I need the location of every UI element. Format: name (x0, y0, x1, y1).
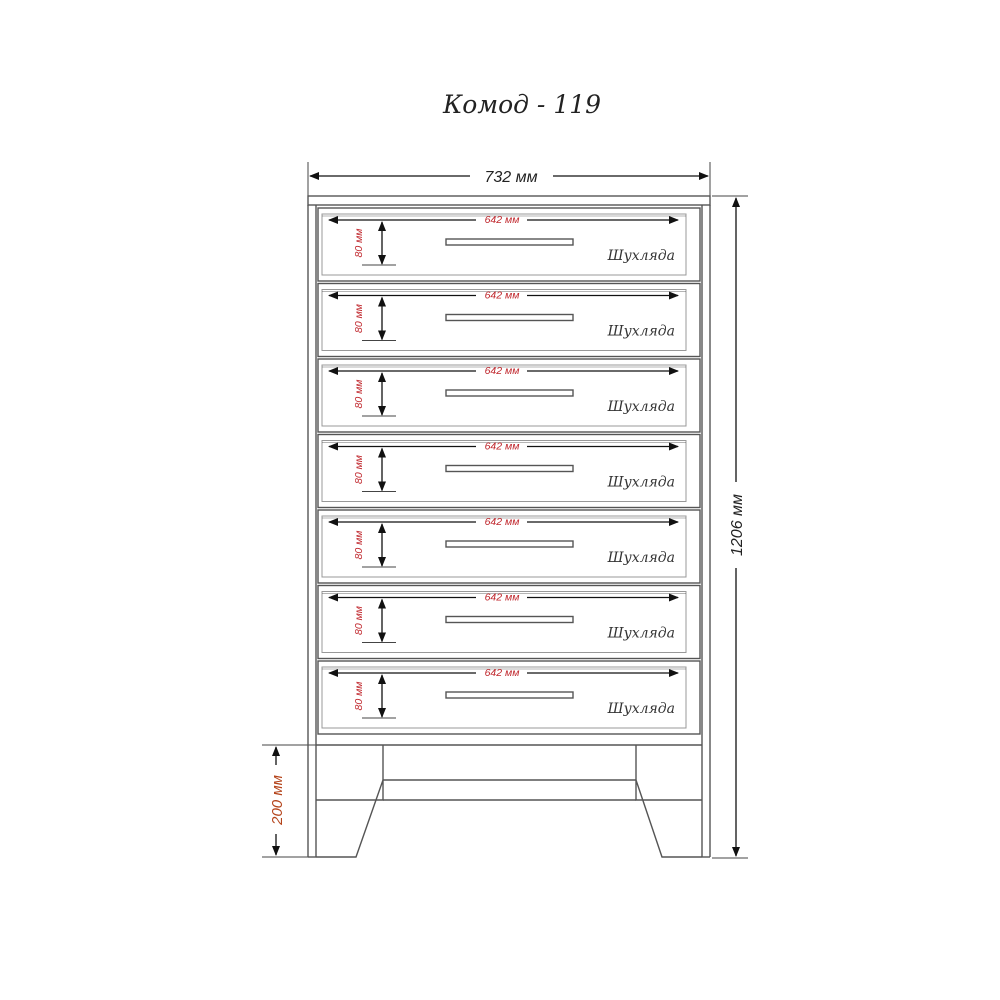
leg-height-dimension: 200 мм (262, 744, 318, 858)
dresser-body (307, 195, 711, 858)
diagram-title: Комод - 119 (442, 90, 601, 119)
height-dimension: 1206 мм (712, 195, 748, 859)
drawer-width-label: 642 мм (485, 667, 520, 679)
dresser-base (316, 745, 702, 858)
drawer-label: Шухляда (607, 399, 675, 415)
drawer-label: Шухляда (607, 324, 675, 340)
drawer: 642 мм 80 мм Шухляда (317, 207, 701, 282)
drawer-height-label: 80 мм (353, 229, 365, 258)
drawer-width-label: 642 мм (485, 592, 520, 604)
right-leg (635, 779, 702, 858)
drawer: 642 мм 80 мм Шухляда (317, 282, 701, 358)
left-leg (316, 779, 384, 858)
drawer-label: Шухляда (607, 626, 675, 642)
drawer-height-label: 80 мм (353, 380, 365, 409)
drawer-label: Шухляда (607, 248, 675, 264)
drawer-handle (445, 313, 574, 322)
drawer-height-label: 80 мм (353, 531, 365, 560)
drawer: 642 мм 80 мм Шухляда (317, 509, 701, 584)
drawer-label: Шухляда (607, 701, 675, 717)
drawer-handle (445, 540, 574, 548)
drawer-width-label: 642 мм (485, 290, 520, 302)
drawer-handle (445, 389, 574, 397)
drawer: 642 мм 80 мм Шухляда (317, 584, 701, 660)
drawer: 642 мм 80 мм Шухляда (317, 660, 701, 735)
drawer-height-label: 80 мм (353, 606, 365, 635)
drawer-width-label: 642 мм (485, 214, 520, 226)
drawer-handle (445, 615, 574, 624)
width-dimension: 732 мм (307, 162, 711, 205)
drawer-width-label: 642 мм (485, 441, 520, 453)
drawer: 642 мм 80 мм Шухляда (317, 358, 701, 433)
drawer-height-label: 80 мм (353, 682, 365, 711)
drawer-height-label: 80 мм (353, 304, 365, 333)
drawer-width-label: 642 мм (485, 365, 520, 377)
drawer-label: Шухляда (607, 550, 675, 566)
drawer: 642 мм 80 мм Шухляда (317, 433, 701, 509)
drawer-handle (445, 691, 574, 699)
leg-height-label: 200 мм (269, 775, 286, 826)
drawer-handle (445, 464, 574, 473)
drawer-handle (445, 238, 574, 246)
drawer-height-label: 80 мм (353, 455, 365, 484)
height-label: 1206 мм (729, 494, 746, 556)
width-label: 732 мм (484, 169, 537, 186)
drawer-label: Шухляда (607, 475, 675, 491)
drawer-width-label: 642 мм (485, 516, 520, 528)
